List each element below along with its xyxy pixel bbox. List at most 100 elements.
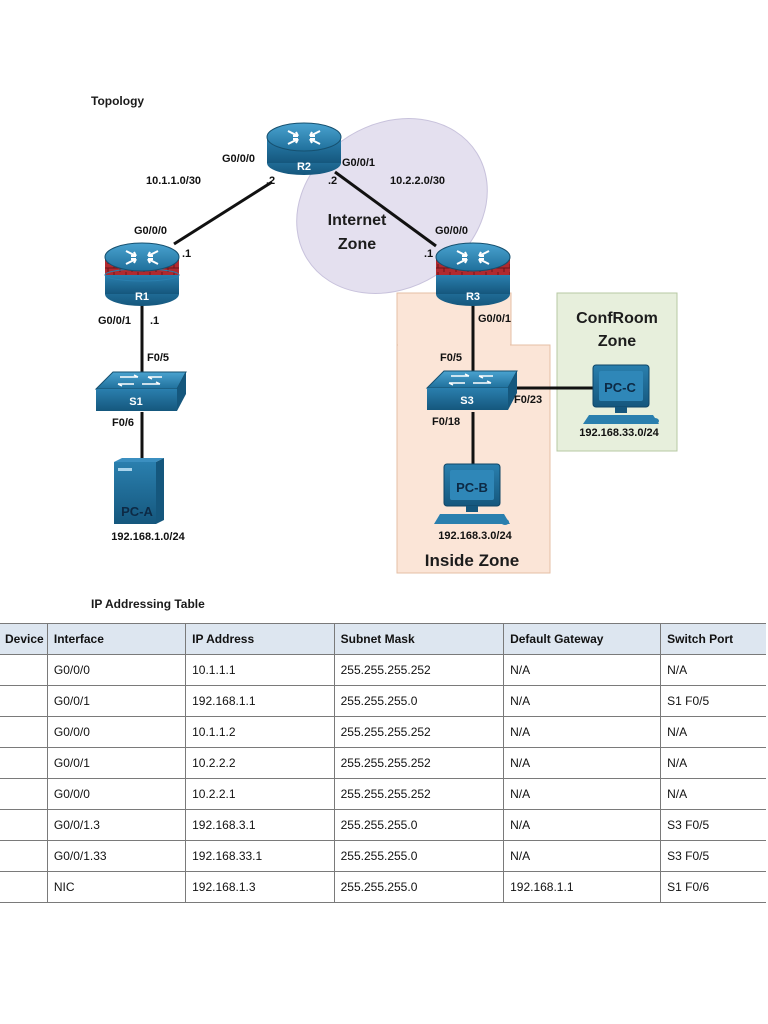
- cell-default-gateway: N/A: [503, 654, 662, 686]
- switch-s1[interactable]: S1: [94, 371, 187, 411]
- r2-g001-host: .2: [328, 175, 337, 187]
- pc-c-label: PC-C: [604, 380, 636, 395]
- col-switch-port: Switch Port: [660, 623, 766, 655]
- r2-g000-host: .2: [266, 175, 275, 187]
- ip-table-heading: IP Addressing Table: [91, 597, 205, 611]
- col-default-gateway: Default Gateway: [503, 623, 662, 655]
- cell-subnet-mask: 255.255.255.252: [333, 778, 505, 810]
- cell-subnet-mask: 255.255.255.0: [333, 871, 505, 903]
- internet-zone-label-1: Internet: [328, 212, 387, 229]
- router-arrows-icon: [456, 250, 490, 265]
- cell-subnet-mask: 255.255.255.0: [333, 809, 505, 841]
- ip-addressing-table: Device Interface IP Address Subnet Mask …: [0, 623, 766, 903]
- cell-device: [0, 716, 48, 748]
- r2-g000-label: G0/0/0: [222, 153, 255, 165]
- router-arrows-icon: [125, 250, 159, 265]
- inside-zone-label: Inside Zone: [425, 551, 519, 570]
- internet-zone: Internet Zone: [296, 118, 488, 294]
- cell-device: [0, 778, 48, 810]
- pc-c-lan: 192.168.33.0/24: [579, 427, 659, 439]
- cell-device: [0, 685, 48, 717]
- r3-g000-label: G0/0/0: [435, 225, 468, 237]
- cell-device: [0, 840, 48, 872]
- cell-subnet-mask: 255.255.255.252: [333, 716, 505, 748]
- cell-interface: NIC: [46, 871, 187, 903]
- link-labels: 10.1.1.0/30 10.2.2.0/30 G0/0/0 .2 G0/0/1…: [98, 153, 542, 429]
- col-device: Device: [0, 623, 48, 655]
- cell-ip-address: 10.1.1.2: [185, 716, 335, 748]
- table-header-row: Device Interface IP Address Subnet Mask …: [0, 623, 766, 655]
- r1-g000-label: G0/0/0: [134, 225, 167, 237]
- r2-g001-label: G0/0/1: [342, 157, 375, 169]
- confroom-zone-label-2: Zone: [598, 333, 636, 350]
- switch-arrows-icon: [448, 373, 493, 386]
- s3-label: S3: [460, 395, 473, 407]
- confroom-zone: ConfRoom Zone: [556, 292, 678, 452]
- r1-g001-host: .1: [150, 315, 159, 327]
- cell-ip-address: 192.168.1.3: [185, 871, 335, 903]
- cell-interface: G0/0/0: [46, 654, 187, 686]
- cell-subnet-mask: 255.255.255.0: [333, 840, 505, 872]
- cell-switch-port: S1 F0/6: [660, 871, 766, 903]
- cell-interface: G0/0/1: [46, 747, 187, 779]
- cell-device: [0, 747, 48, 779]
- col-ip-address: IP Address: [185, 623, 335, 655]
- r3-g001-label: G0/0/1: [478, 313, 511, 325]
- s1-f06-label: F0/6: [112, 417, 134, 429]
- cell-default-gateway: N/A: [503, 809, 662, 841]
- cell-switch-port: S3 F0/5: [660, 840, 766, 872]
- pc-c[interactable]: PC-C 192.168.33.0/24: [579, 364, 660, 439]
- pc-b-lan: 192.168.3.0/24: [438, 530, 512, 542]
- cell-ip-address: 192.168.1.1: [185, 685, 335, 717]
- cell-interface: G0/0/0: [46, 716, 187, 748]
- r1-g000-host: .1: [182, 248, 191, 260]
- link-r2-r3: [334, 170, 437, 248]
- cell-subnet-mask: 255.255.255.252: [333, 747, 505, 779]
- pc-b-label: PC-B: [456, 480, 488, 495]
- switch-s3[interactable]: S3: [425, 370, 518, 410]
- cell-interface: G0/0/1.33: [46, 840, 187, 872]
- net-r2-r3: 10.2.2.0/30: [390, 175, 445, 187]
- cell-switch-port: S3 F0/5: [660, 809, 766, 841]
- s3-f018-label: F0/18: [432, 416, 460, 428]
- cell-switch-port: N/A: [660, 716, 766, 748]
- links: [140, 170, 593, 464]
- cell-device: [0, 871, 48, 903]
- pc-b[interactable]: PC-B 192.168.3.0/24: [434, 463, 513, 542]
- cell-switch-port: N/A: [660, 778, 766, 810]
- cell-device: [0, 654, 48, 686]
- switch-arrows-icon: [117, 374, 162, 387]
- link-r1-r2: [173, 180, 273, 246]
- cell-subnet-mask: 255.255.255.252: [333, 654, 505, 686]
- cell-interface: G0/0/0: [46, 778, 187, 810]
- pc-a-label: PC-A: [121, 504, 153, 519]
- cell-ip-address: 192.168.3.1: [185, 809, 335, 841]
- r1-label: R1: [135, 291, 149, 303]
- s3-f023-label: F0/23: [514, 394, 542, 406]
- cell-switch-port: N/A: [660, 747, 766, 779]
- topology-diagram: Internet Zone ConfRoom Zone Inside Zone: [94, 118, 678, 574]
- router-r1[interactable]: R1: [104, 242, 180, 306]
- cell-ip-address: 192.168.33.1: [185, 840, 335, 872]
- pc-a[interactable]: PC-A 192.168.1.0/24: [111, 458, 186, 543]
- cell-default-gateway: N/A: [503, 778, 662, 810]
- r3-g000-host: .1: [424, 248, 433, 260]
- cell-ip-address: 10.1.1.1: [185, 654, 335, 686]
- r1-g001-label: G0/0/1: [98, 315, 131, 327]
- s1-label: S1: [129, 396, 142, 408]
- router-r3[interactable]: R3: [435, 242, 511, 306]
- confroom-zone-label-1: ConfRoom: [576, 310, 658, 327]
- s1-f05-label: F0/5: [147, 352, 169, 364]
- pc-a-lan: 192.168.1.0/24: [111, 531, 185, 543]
- router-r2[interactable]: R2: [266, 122, 342, 175]
- r3-label: R3: [466, 291, 480, 303]
- topology-heading: Topology: [91, 94, 145, 108]
- cell-interface: G0/0/1: [46, 685, 187, 717]
